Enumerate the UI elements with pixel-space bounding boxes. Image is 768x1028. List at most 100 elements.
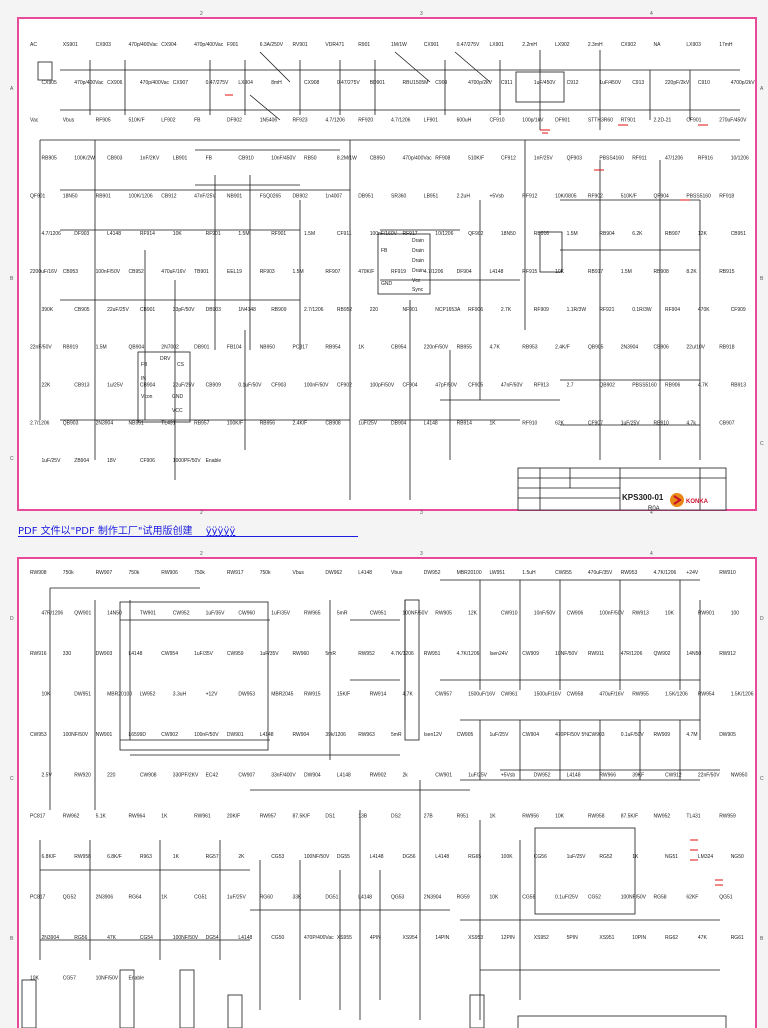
- component-label: LB951: [424, 193, 439, 199]
- component-label: RG60: [260, 894, 273, 900]
- component-label: 2N3904: [621, 345, 639, 351]
- component-label: CW910: [501, 611, 518, 617]
- component-label: CW954: [161, 651, 178, 657]
- component-label: 1uF/25V: [358, 420, 378, 426]
- component-label: CB905: [74, 307, 90, 313]
- component-label: 0.1uF/50V: [238, 383, 262, 389]
- component-label: L4148: [107, 231, 121, 237]
- component-label: C909: [435, 80, 447, 86]
- component-label: 47nF/25V: [194, 193, 216, 199]
- component-label: 17mH: [719, 42, 733, 48]
- component-label: NF901: [403, 307, 418, 313]
- svg-text:A: A: [760, 86, 764, 92]
- component-label: 100NF/50V: [63, 732, 89, 738]
- component-label: QB904: [129, 345, 145, 351]
- svg-text:Vcon: Vcon: [141, 394, 153, 400]
- component-label: CB909: [206, 383, 222, 389]
- title-model: KPS300-01: [622, 493, 664, 502]
- component-label: 47R/1206: [621, 651, 643, 657]
- component-label: +24V: [686, 570, 698, 576]
- pdf-watermark-link[interactable]: ÿÿÿÿÿ: [205, 526, 236, 537]
- component-label: Enable: [129, 976, 145, 982]
- component-label: RW902: [370, 773, 387, 779]
- component-label: XS952: [534, 935, 549, 941]
- component-label: RB953: [522, 345, 538, 351]
- component-label: 47nF/50V: [501, 383, 523, 389]
- connector-xs951: [469, 994, 485, 1028]
- component-label: 6.8K/F: [42, 854, 57, 860]
- component-label: LB901: [173, 156, 188, 162]
- component-label: 100nF/50V: [599, 611, 624, 617]
- component-label: 1u/25V: [107, 383, 124, 389]
- component-label: 14N50: [107, 611, 122, 617]
- component-label: CF911: [337, 231, 352, 237]
- component-label: CB913: [74, 383, 90, 389]
- component-label: 1uF/450V: [599, 80, 621, 86]
- component-label: 10K: [665, 611, 675, 617]
- component-label: 470K/F: [358, 269, 374, 275]
- component-label: 87.5K/F: [293, 813, 311, 819]
- component-label: RW958: [588, 813, 605, 819]
- component-label: 10/1206: [435, 231, 453, 237]
- component-label: NB901: [227, 193, 243, 199]
- component-label: 470uF/16V: [161, 269, 186, 275]
- component-label: C911: [501, 80, 513, 86]
- component-label: 100K/F: [227, 420, 243, 426]
- sheet2-border: [17, 557, 757, 1028]
- title-block-2: [517, 1015, 727, 1028]
- component-label: RW953: [621, 570, 638, 576]
- component-label: RF917: [403, 231, 418, 237]
- component-label: XS953: [468, 935, 483, 941]
- svg-text:3: 3: [420, 551, 423, 557]
- component-label: RW955: [632, 692, 649, 698]
- component-label: PBSS5160: [686, 193, 711, 199]
- component-label: CW953: [30, 732, 47, 738]
- component-label: RBU1505M: [403, 80, 429, 86]
- component-label: L4148: [370, 854, 384, 860]
- component-label: 470p/400Vac: [140, 80, 170, 86]
- component-label: NG51: [665, 854, 678, 860]
- component-label: 1.5M: [567, 231, 578, 237]
- component-label: 4.7/1206: [325, 118, 345, 124]
- component-label: PBSS5160: [632, 383, 657, 389]
- component-label: RB954: [325, 345, 341, 351]
- svg-text:IN: IN: [141, 376, 146, 382]
- component-label: 39k/1206: [325, 732, 346, 738]
- component-label: RW915: [304, 692, 321, 698]
- pdf-watermark-underline: [18, 536, 358, 537]
- component-label: FB: [206, 156, 213, 162]
- transformer-tw901: [404, 599, 420, 741]
- component-label: 100nF/50V: [194, 732, 219, 738]
- component-label: LX901: [490, 42, 505, 48]
- component-label: 0.47/275V: [206, 80, 229, 86]
- component-label: L4148: [337, 773, 351, 779]
- component-label: 2N3904: [424, 894, 442, 900]
- component-label: 220: [370, 307, 379, 313]
- component-label: NG50: [731, 854, 744, 860]
- component-label: DB902: [293, 193, 309, 199]
- component-label: CF907: [588, 420, 603, 426]
- component-label: CW901: [435, 773, 452, 779]
- component-label: 18N50: [501, 231, 516, 237]
- component-label: 100NF/50V: [621, 894, 647, 900]
- component-label: R951: [457, 813, 469, 819]
- component-label: 2.5V: [42, 773, 53, 779]
- component-label: RW901: [698, 611, 715, 617]
- component-label: Enable: [206, 458, 222, 464]
- component-label: Vbus: [293, 570, 305, 576]
- component-label: RB918: [719, 345, 735, 351]
- component-label: RW962: [63, 813, 80, 819]
- ic-nf901-pins: FB IN Vcon GND CS DRV VCC: [141, 356, 185, 414]
- component-label: RW912: [719, 651, 736, 657]
- component-label: 330PF/2KV: [173, 773, 199, 779]
- component-label: 4.7K/1206: [654, 570, 677, 576]
- component-label: RB906: [665, 383, 681, 389]
- component-label: CX905: [42, 80, 58, 86]
- component-label: 470uF/16V: [599, 692, 624, 698]
- svg-text:DRV: DRV: [160, 356, 171, 362]
- svg-text:4: 4: [650, 510, 653, 515]
- svg-text:A: A: [10, 86, 14, 92]
- component-label: MBR20100: [457, 570, 482, 576]
- svg-text:3: 3: [420, 11, 423, 17]
